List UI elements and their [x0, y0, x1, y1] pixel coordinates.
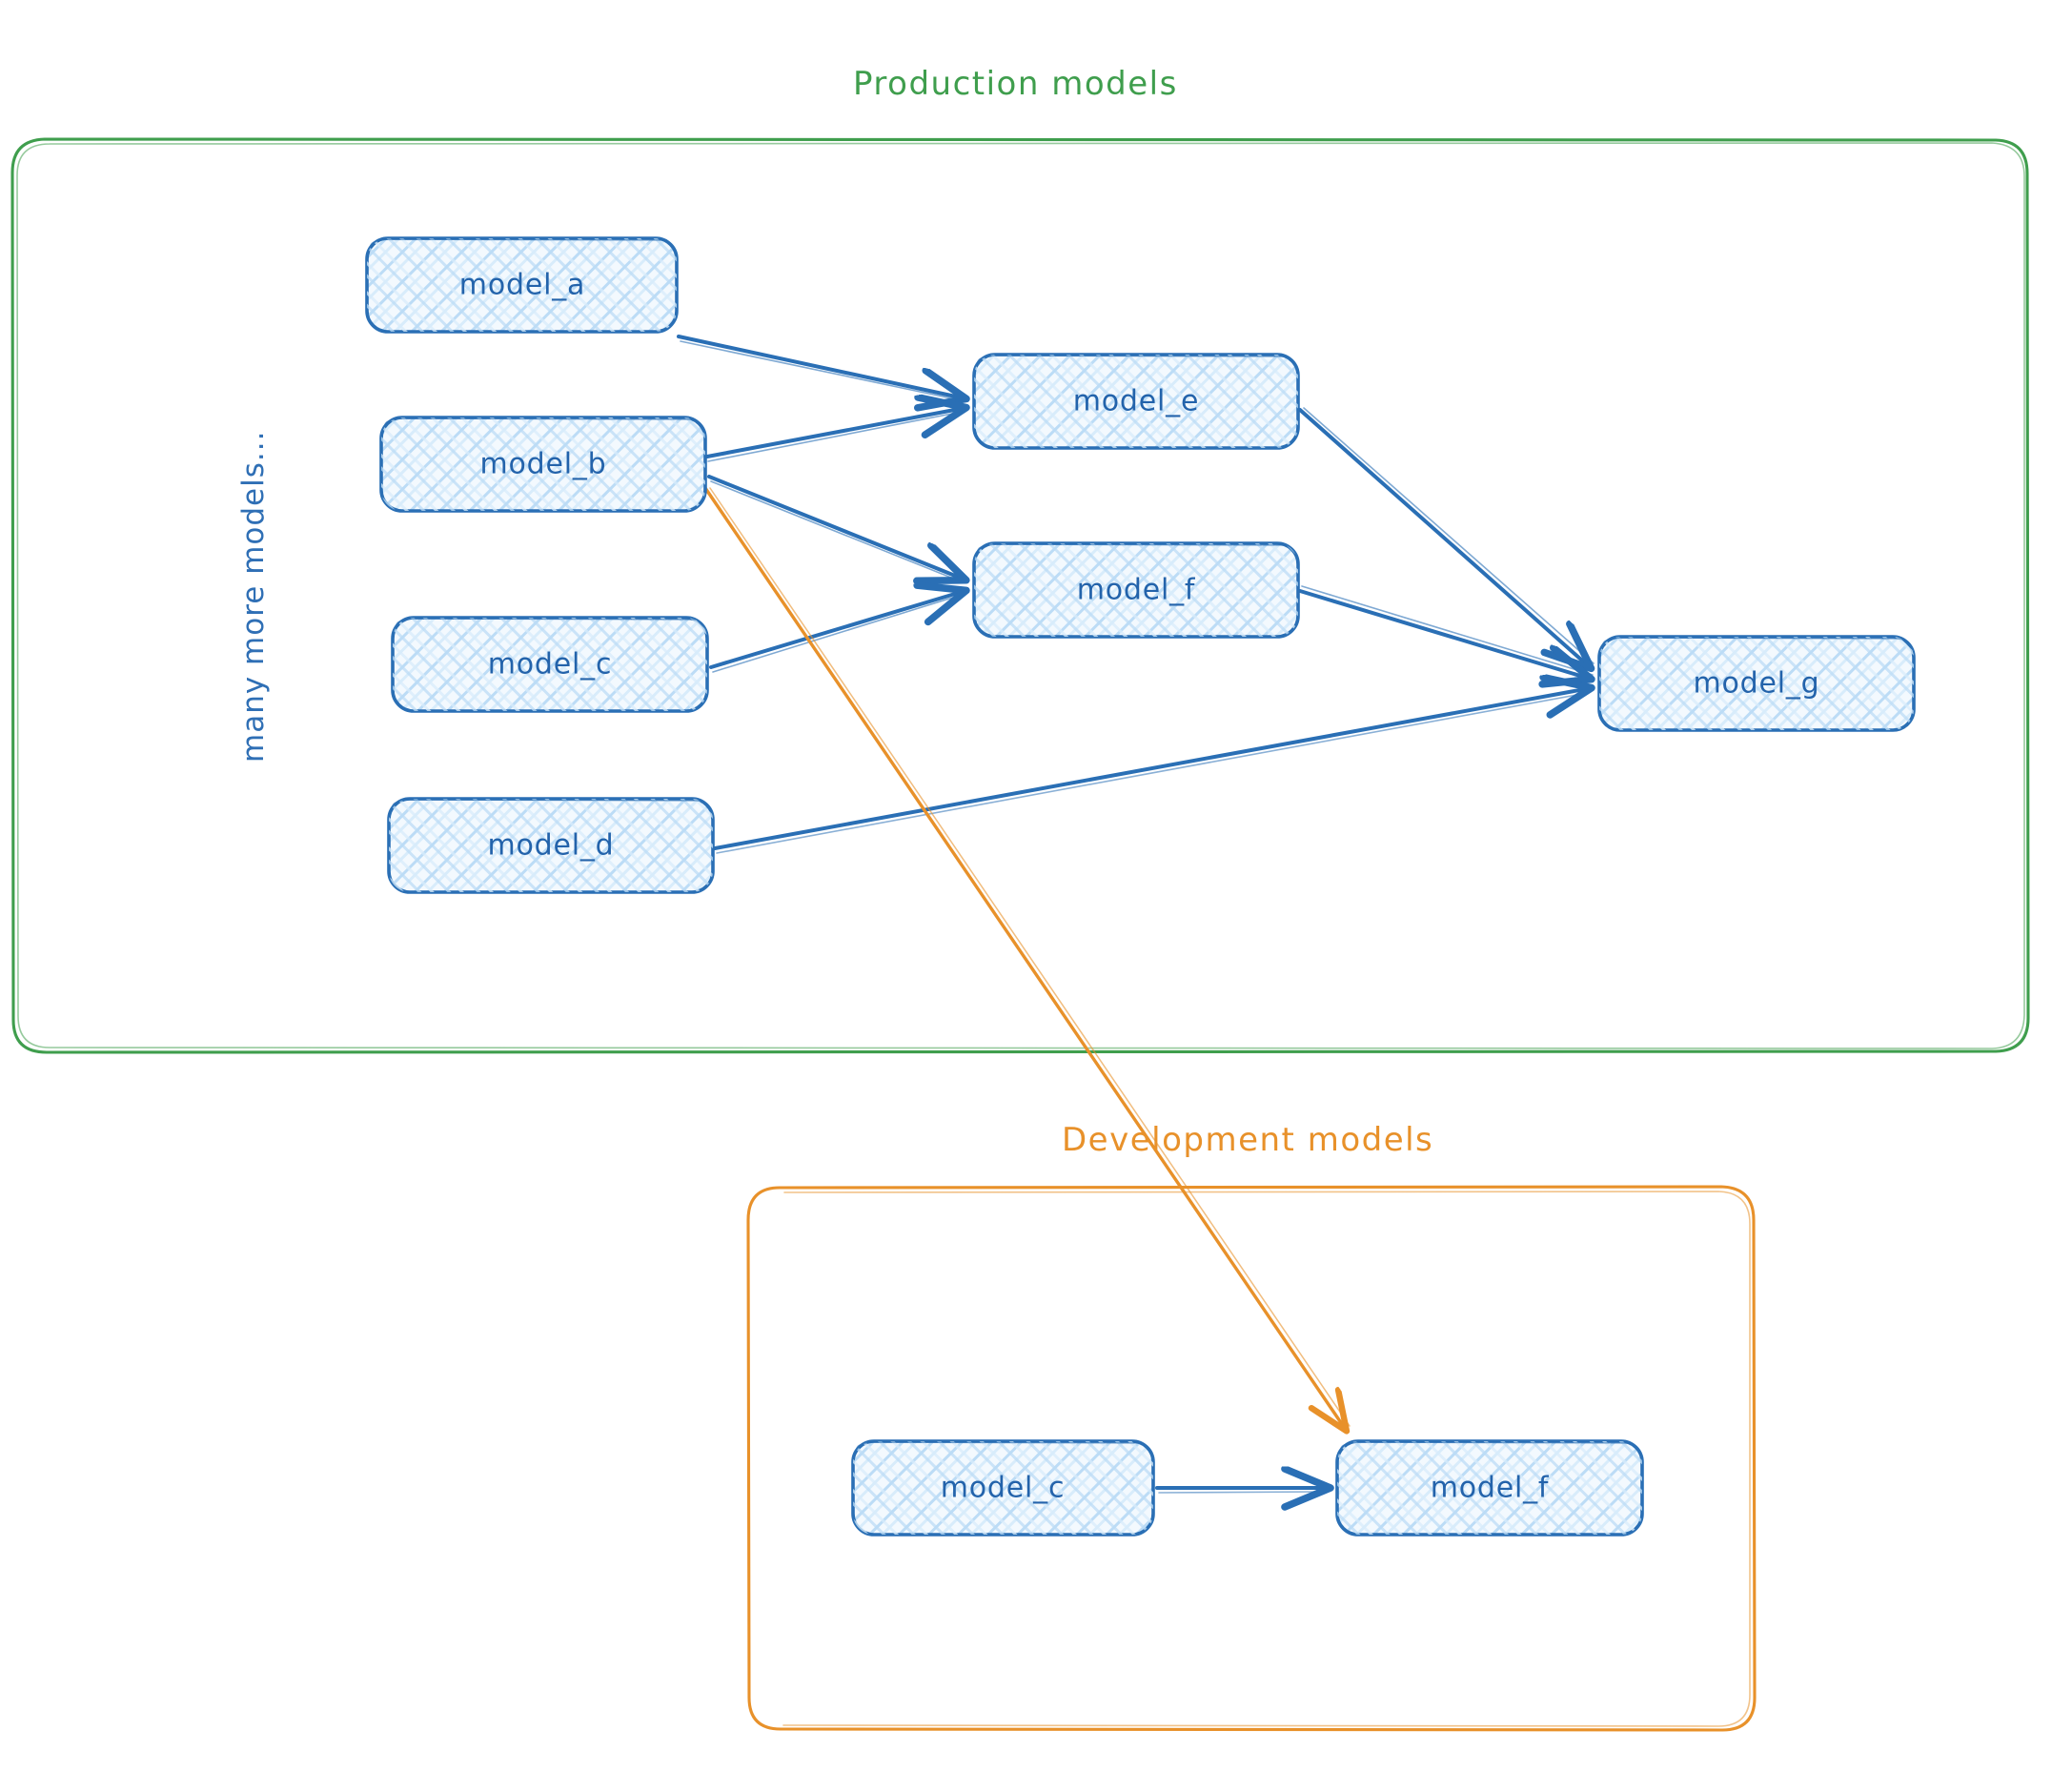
node-prod-model-b[interactable]	[379, 416, 707, 513]
edge-b-to-dev-f	[703, 486, 1351, 1430]
edge-d-to-g	[713, 688, 1590, 854]
edge-a-to-e	[677, 335, 965, 400]
edge-e-to-g	[1298, 407, 1594, 667]
group-title-development: Development models	[1062, 1121, 1434, 1159]
group-frame-production	[10, 137, 2030, 1054]
node-dev-model-c[interactable]	[851, 1439, 1155, 1537]
node-prod-model-a[interactable]	[365, 236, 679, 334]
group-frame-development	[746, 1185, 1757, 1732]
node-prod-model-d[interactable]	[387, 797, 715, 894]
node-prod-model-e[interactable]	[972, 353, 1300, 450]
edge-b-to-e	[705, 408, 965, 462]
node-prod-model-g[interactable]	[1597, 635, 1916, 732]
side-note-many-more-models: many more models...	[236, 430, 271, 763]
node-dev-model-f[interactable]	[1335, 1439, 1644, 1537]
edge-c-to-f	[709, 591, 965, 673]
node-prod-model-c[interactable]	[391, 616, 709, 713]
group-title-production: Production models	[853, 65, 1178, 103]
edge-b-to-f	[707, 475, 965, 581]
edge-f-to-g	[1298, 585, 1593, 679]
node-prod-model-f[interactable]	[972, 541, 1300, 639]
edge-devc-to-devf	[1155, 1488, 1329, 1493]
